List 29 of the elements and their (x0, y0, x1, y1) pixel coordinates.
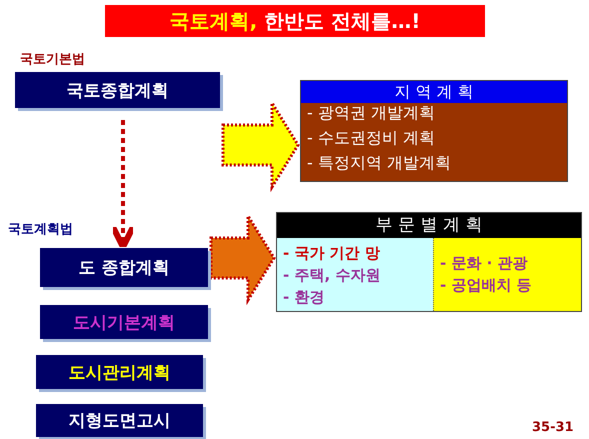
law-label: 35-31 (532, 420, 574, 435)
table-panel (276, 212, 582, 312)
list-item: - 주택, 수자원 (283, 265, 382, 286)
plan-box (40, 305, 208, 339)
plan-panel (300, 80, 568, 182)
plan-box (15, 72, 220, 108)
category-cell (433, 238, 581, 311)
plan-title: 도시관리계획 (68, 362, 170, 384)
plan-title: 지형도면고시 (68, 410, 170, 432)
law-label: 국토계획법 (8, 221, 73, 238)
panel-header: 부 문 별 계 획 (277, 213, 581, 238)
category-cell (277, 238, 433, 311)
panel-header: 지 역 계 획 (301, 81, 567, 103)
plan-title: 국토종합계획 (66, 80, 168, 102)
law-label: 국토기본법 (20, 51, 85, 68)
list-item: - 수도권정비 계획 (306, 128, 436, 149)
plan-box (40, 248, 208, 287)
list-item: - 특정지역 개발계획 (306, 153, 452, 174)
list-item: - 광역권 개발계획 (306, 103, 436, 124)
plan-title: 도시기본계획 (73, 312, 175, 334)
plan-box (36, 355, 203, 389)
list-item: - 환경 (283, 287, 326, 308)
list-item: - 국가 기간 망 (283, 243, 381, 264)
list-item: - 문화 · 관광 (440, 253, 529, 274)
plan-title: 도 종합계획 (78, 257, 170, 279)
list-item: - 공업배치 등 (440, 275, 533, 296)
plan-box (36, 404, 203, 437)
title-banner: 국토계획, 한반도 전체를…! (105, 5, 485, 37)
dashed-arrow (110, 120, 136, 250)
